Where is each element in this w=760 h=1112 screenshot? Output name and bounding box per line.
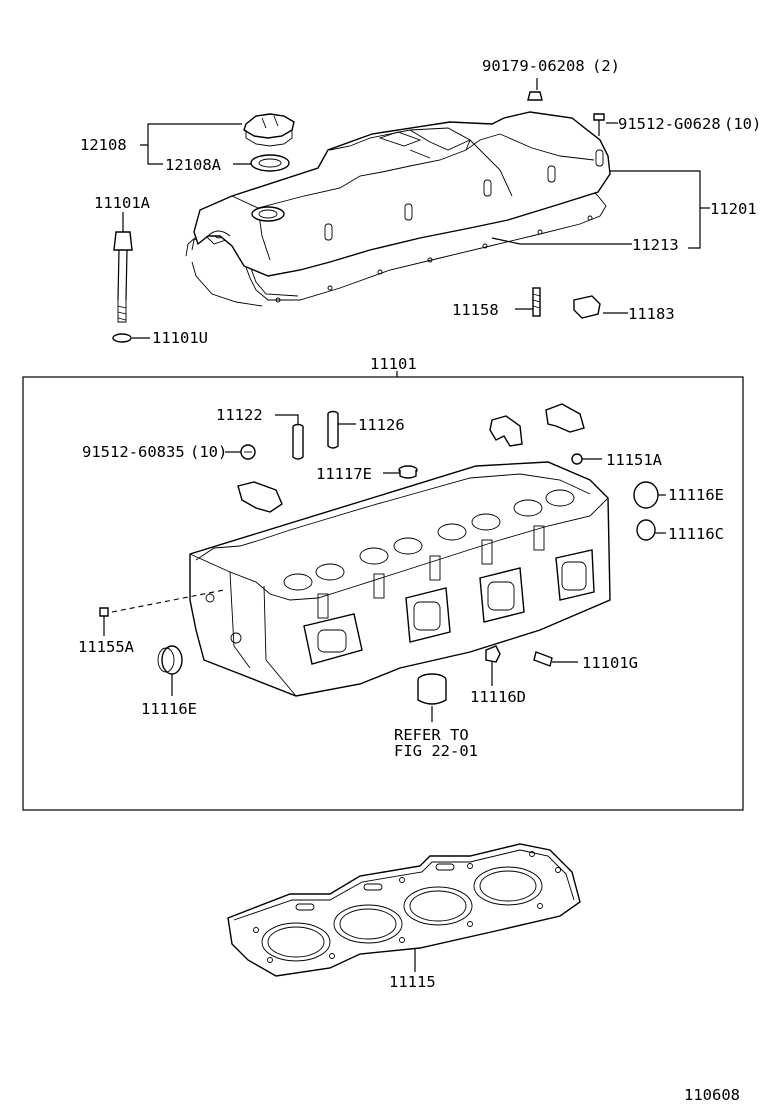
label-91512-60835-qty: (10) [190, 443, 227, 461]
label-91512-60835: 91512-60835 [82, 443, 185, 461]
label-refer-fig: FIG 22-01 [394, 742, 478, 760]
oil-filler-cap-gasket [250, 154, 290, 172]
cylinder-head [189, 461, 611, 697]
stud-11101g [533, 651, 553, 667]
label-11101u: 11101U [152, 329, 208, 347]
label-11115: 11115 [389, 973, 436, 991]
label-11116e-left: 11116E [141, 700, 197, 718]
cylinder-head-assembly-box [22, 376, 744, 811]
label-11213: 11213 [632, 236, 679, 254]
head-bolt-11101a [113, 231, 133, 323]
plug-11116e-left [157, 645, 183, 675]
cylinder-head-gasket [227, 843, 581, 977]
label-11116c: 11116C [668, 525, 724, 543]
cover-grommet-90179 [527, 91, 543, 101]
valve-cover [193, 111, 611, 277]
label-11201: 11201 [710, 200, 757, 218]
hidden-line-11155a [111, 589, 225, 613]
pin-11151a [571, 453, 583, 465]
label-11183: 11183 [628, 305, 675, 323]
label-91512-g0628: 91512-G0628 [618, 115, 721, 133]
bracket-11183 [573, 295, 601, 319]
plug-11116c [636, 519, 656, 541]
label-91512-g0628-qty: (10) [724, 115, 760, 133]
label-11126: 11126 [358, 416, 405, 434]
stud-11158 [532, 287, 541, 317]
label-11117e: 11117E [316, 465, 372, 483]
label-refer-to: REFER TO [394, 726, 469, 744]
figure-number: 110608 [684, 1086, 740, 1104]
plug-11116e-right [633, 481, 659, 509]
label-90179-06208: 90179-06208 [482, 57, 585, 75]
label-11151a: 11151A [606, 451, 663, 469]
pin-11155a [99, 607, 109, 617]
seal-refer-22-01 [417, 673, 447, 705]
label-11155a: 11155A [78, 638, 135, 656]
valve-guide-11122 [292, 423, 304, 460]
plug-11117e [398, 465, 418, 479]
label-12108a: 12108A [165, 156, 222, 174]
plug-11116d [485, 645, 501, 663]
label-12108: 12108 [80, 136, 127, 154]
head-bolt-washer-11101u [112, 333, 132, 343]
label-11116d: 11116D [470, 688, 526, 706]
camshaft-bearing-cap [237, 403, 585, 513]
label-11101: 11101 [370, 355, 417, 373]
label-90179-06208-qty: (2) [592, 57, 620, 75]
bolt-91512-60835 [240, 444, 256, 460]
label-11158: 11158 [452, 301, 499, 319]
label-11101a: 11101A [94, 194, 151, 212]
cover-bolt-91512-g0628 [593, 113, 605, 136]
valve-guide-11126 [327, 410, 339, 449]
label-11116e-right: 11116E [668, 486, 724, 504]
leader-lines [103, 78, 710, 972]
label-11122: 11122 [216, 406, 263, 424]
label-11101g: 11101G [582, 654, 638, 672]
oil-filler-cap [243, 113, 295, 147]
